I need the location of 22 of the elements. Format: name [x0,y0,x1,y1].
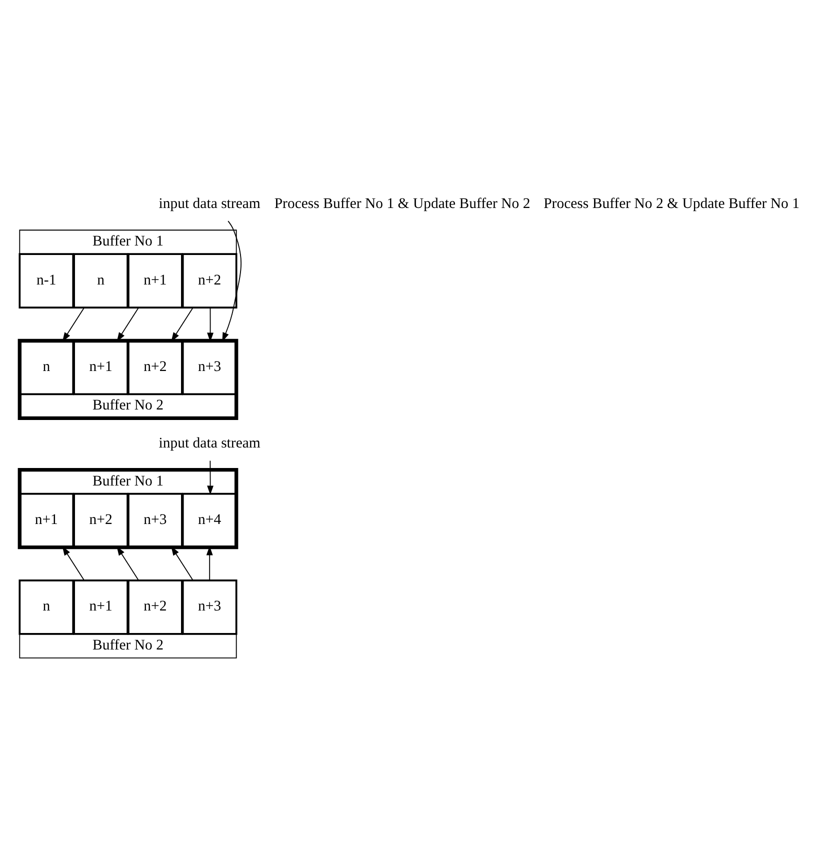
arrow [171,306,194,342]
arrow [207,306,214,342]
node-box: n [73,252,128,308]
node-box: n+4 [182,492,238,548]
node-text: input data stream [158,435,260,452]
label: Process Buffer No 2 & Update Buffer No 1 [544,195,800,212]
node-box: n [18,579,74,634]
label: Process Buffer No 1 & Update Buffer No 2 [274,195,530,212]
node-box: n+1 [73,579,128,634]
arrow [222,220,242,342]
node-box: n+1 [128,252,183,308]
node-box: n+3 [128,492,183,548]
arrow [62,306,85,342]
node-box: n+1 [18,492,74,548]
node-box: n-1 [18,252,74,308]
node-box: n+3 [182,579,238,634]
node-box: n+2 [182,252,238,308]
node-box: n+2 [73,492,128,548]
arrow [207,460,214,494]
node-text: input data stream [158,195,260,212]
arrow [116,306,140,342]
node-box: n+2 [128,579,183,634]
